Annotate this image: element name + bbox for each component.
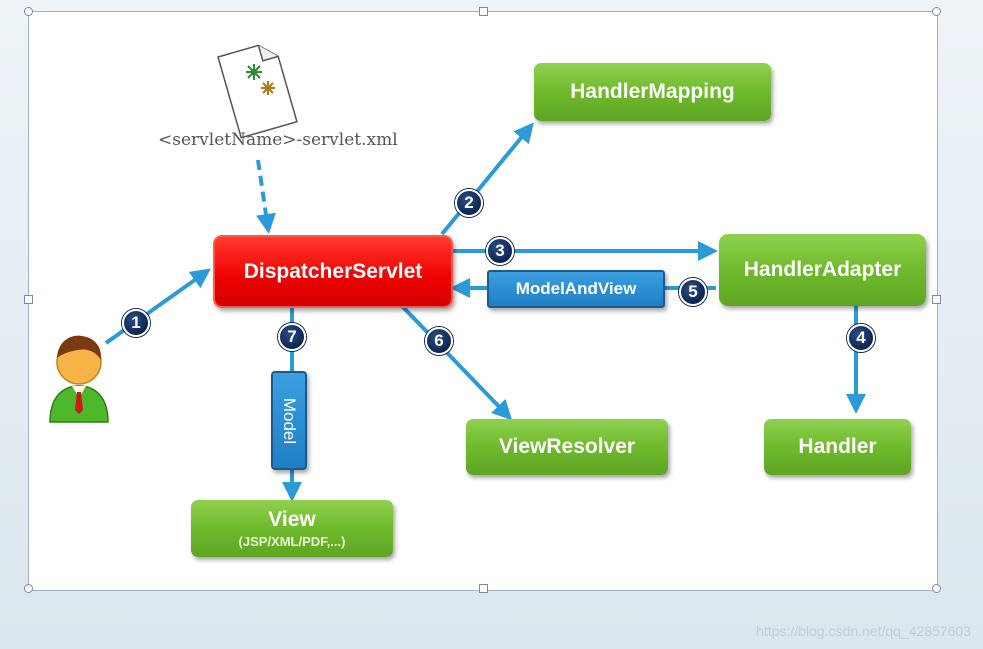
config-arrow [256, 159, 276, 234]
model-and-view-node: ModelAndView [487, 270, 665, 308]
step-badge-6: 6 [425, 327, 453, 355]
arrow-step-1 [104, 268, 211, 345]
step-badge-3: 3 [486, 237, 514, 265]
step-badge-2: 2 [455, 189, 483, 217]
handler-node: Handler [764, 419, 911, 475]
step-badge-5: 5 [679, 278, 707, 306]
view-label: View [268, 508, 316, 531]
watermark-text: https://blog.csdn.net/qq_42857603 [756, 623, 971, 639]
handler-adapter-node: HandlerAdapter [719, 234, 926, 306]
step-badge-7: 7 [278, 323, 306, 351]
resize-handle-bottom-left[interactable] [24, 584, 33, 593]
step-badge-1: 1 [122, 309, 150, 337]
resize-handle-middle-left[interactable] [24, 295, 33, 304]
resize-handle-top-center[interactable] [479, 7, 488, 16]
model-label: Model [280, 397, 299, 444]
resize-handle-top-left[interactable] [24, 7, 33, 16]
handler-label: Handler [798, 435, 877, 458]
view-formats-label: (JSP/XML/PDF,...) [238, 534, 346, 549]
dispatcher-servlet-node: DispatcherServlet [213, 235, 453, 308]
arrow-step-6 [400, 304, 513, 421]
dispatcher-servlet-label: DispatcherServlet [243, 259, 423, 283]
handler-mapping-node: HandlerMapping [534, 63, 771, 121]
resize-handle-bottom-right[interactable] [932, 584, 941, 593]
config-file-label: <servletName>-servlet.xml [158, 130, 398, 150]
user-icon [49, 335, 109, 423]
view-node: View (JSP/XML/PDF,...) [191, 500, 393, 557]
model-node: Model [271, 371, 307, 470]
view-resolver-label: ViewResolver [498, 435, 636, 458]
resize-handle-top-right[interactable] [932, 7, 941, 16]
handler-mapping-label: HandlerMapping [570, 80, 735, 103]
arrow-step-2 [440, 122, 534, 236]
view-resolver-node: ViewResolver [466, 419, 668, 475]
xml-file-icon [217, 44, 298, 139]
resize-handle-middle-right[interactable] [932, 295, 941, 304]
step-badge-4: 4 [847, 324, 875, 352]
handler-adapter-label: HandlerAdapter [743, 258, 902, 281]
resize-handle-bottom-center[interactable] [479, 584, 488, 593]
model-and-view-label: ModelAndView [515, 279, 637, 298]
